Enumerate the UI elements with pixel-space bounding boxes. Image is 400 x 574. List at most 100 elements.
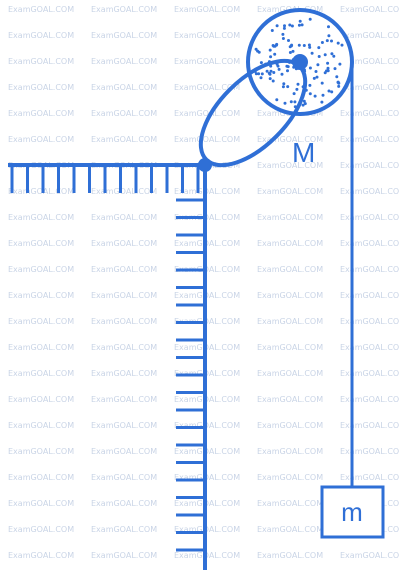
watermark-text: ExamGOAL.COM <box>8 343 74 352</box>
pulley-dot <box>289 100 293 104</box>
pulley-dot <box>268 72 272 76</box>
watermark-text: ExamGOAL.COM <box>257 317 323 326</box>
watermark-text: ExamGOAL.COM <box>91 83 157 92</box>
pulley-dot <box>292 92 296 96</box>
corner-pivot <box>198 158 212 172</box>
watermark-text: ExamGOAL.COM <box>257 213 323 222</box>
watermark-text: ExamGOAL.COM <box>257 161 323 170</box>
pulley-dot <box>335 75 339 79</box>
pulley-dot <box>287 39 290 42</box>
watermark-text: ExamGOAL.COM <box>174 109 240 118</box>
pulley-dot <box>254 72 258 76</box>
watermark-text: ExamGOAL.COM <box>91 369 157 378</box>
watermark-text: ExamGOAL.COM <box>340 213 400 222</box>
watermark-text: ExamGOAL.COM <box>340 421 400 430</box>
pulley-dot <box>268 77 272 81</box>
pulley-dot <box>308 17 312 21</box>
watermark-text: ExamGOAL.COM <box>340 343 400 352</box>
pulley-axle <box>292 54 308 70</box>
pulley-dot <box>268 48 272 52</box>
pulley-dot <box>277 67 281 71</box>
watermark-text: ExamGOAL.COM <box>91 525 157 534</box>
watermark-layer: ExamGOAL.COM ExamGOAL.COM ExamGOAL.COM Exam… <box>8 5 400 560</box>
watermark-text: ExamGOAL.COM <box>91 447 157 456</box>
watermark-text: ExamGOAL.COM <box>340 135 400 144</box>
watermark-text: ExamGOAL.COM <box>257 291 323 300</box>
pulley-dot <box>330 90 334 94</box>
watermark-text: ExamGOAL.COM <box>174 395 240 404</box>
pulley-dot <box>327 25 330 29</box>
pulley-dot <box>336 80 340 84</box>
watermark-text: ExamGOAL.COM <box>174 343 240 352</box>
watermark-text: ExamGOAL.COM <box>174 525 240 534</box>
pulley-dot <box>314 70 318 73</box>
watermark-text: ExamGOAL.COM <box>174 31 240 40</box>
pulley-dot <box>302 44 306 47</box>
pulley-dot <box>321 93 325 97</box>
watermark-text: ExamGOAL.COM <box>91 109 157 118</box>
pulley-dot <box>275 24 279 28</box>
watermark-text: ExamGOAL.COM <box>257 395 323 404</box>
watermark-text: ExamGOAL.COM <box>174 369 240 378</box>
pulley-dot <box>313 94 317 98</box>
watermark-text: ExamGOAL.COM <box>174 83 240 92</box>
watermark-text: ExamGOAL.COM <box>257 473 323 482</box>
pulley-dot <box>325 69 328 73</box>
watermark-text: ExamGOAL.COM <box>174 5 240 14</box>
pulley-dot <box>308 83 312 87</box>
watermark-text: ExamGOAL.COM <box>257 239 323 248</box>
pulley-dot <box>254 47 258 51</box>
pulley-dot <box>308 66 312 70</box>
watermark-text: ExamGOAL.COM <box>174 317 240 326</box>
pulley-dot <box>296 82 300 86</box>
pulley-dot <box>317 46 321 50</box>
watermark-text: ExamGOAL.COM <box>340 161 400 170</box>
watermark-text: ExamGOAL.COM <box>257 343 323 352</box>
pulley-dot <box>288 51 292 54</box>
watermark-text: ExamGOAL.COM <box>257 369 323 378</box>
watermark-text: ExamGOAL.COM <box>91 5 157 14</box>
watermark-text: ExamGOAL.COM <box>91 499 157 508</box>
watermark-text: ExamGOAL.COM <box>8 187 74 196</box>
pulley-dot <box>288 23 292 27</box>
pulley-dot <box>286 69 289 73</box>
watermark-text: ExamGOAL.COM <box>91 31 157 40</box>
pulley-dot <box>271 79 275 83</box>
watermark-text: ExamGOAL.COM <box>8 551 74 560</box>
pulley-dot <box>320 100 324 104</box>
pulley-dot <box>269 69 273 73</box>
watermark-text: ExamGOAL.COM <box>91 57 157 66</box>
pulley-dot <box>283 24 286 28</box>
pulley-dot <box>307 43 311 47</box>
pulley-dot <box>327 34 331 38</box>
watermark-text: ExamGOAL.COM <box>340 551 400 560</box>
watermark-text: ExamGOAL.COM <box>257 499 323 508</box>
watermark-text: ExamGOAL.COM <box>91 135 157 144</box>
watermark-text: ExamGOAL.COM <box>340 473 400 482</box>
watermark-text: ExamGOAL.COM <box>8 525 74 534</box>
watermark-text: ExamGOAL.COM <box>8 395 74 404</box>
pulley-dot <box>257 72 261 76</box>
pulley-dot <box>302 99 306 103</box>
pulley-dot <box>265 69 269 73</box>
pulley-dot <box>282 26 286 30</box>
watermark-text: ExamGOAL.COM <box>8 31 74 40</box>
pulley-dot <box>286 65 290 69</box>
pulley-dot <box>269 55 273 59</box>
pulley-dot <box>298 19 302 23</box>
watermark-text: ExamGOAL.COM <box>8 83 74 92</box>
pulley-dot <box>297 43 301 47</box>
pulley-dot <box>317 55 321 58</box>
watermark-text: ExamGOAL.COM <box>174 551 240 560</box>
watermark-text: ExamGOAL.COM <box>257 265 323 274</box>
watermark-text: ExamGOAL.COM <box>174 239 240 248</box>
watermark-text: ExamGOAL.COM <box>340 265 400 274</box>
watermark-text: ExamGOAL.COM <box>257 525 323 534</box>
horizontal-surface-hatching <box>10 165 200 193</box>
pulley-dot <box>330 39 333 43</box>
watermark-text: ExamGOAL.COM <box>8 5 74 14</box>
watermark-text: ExamGOAL.COM <box>340 369 400 378</box>
watermark-text: ExamGOAL.COM <box>91 213 157 222</box>
pulley-dot <box>327 89 331 93</box>
